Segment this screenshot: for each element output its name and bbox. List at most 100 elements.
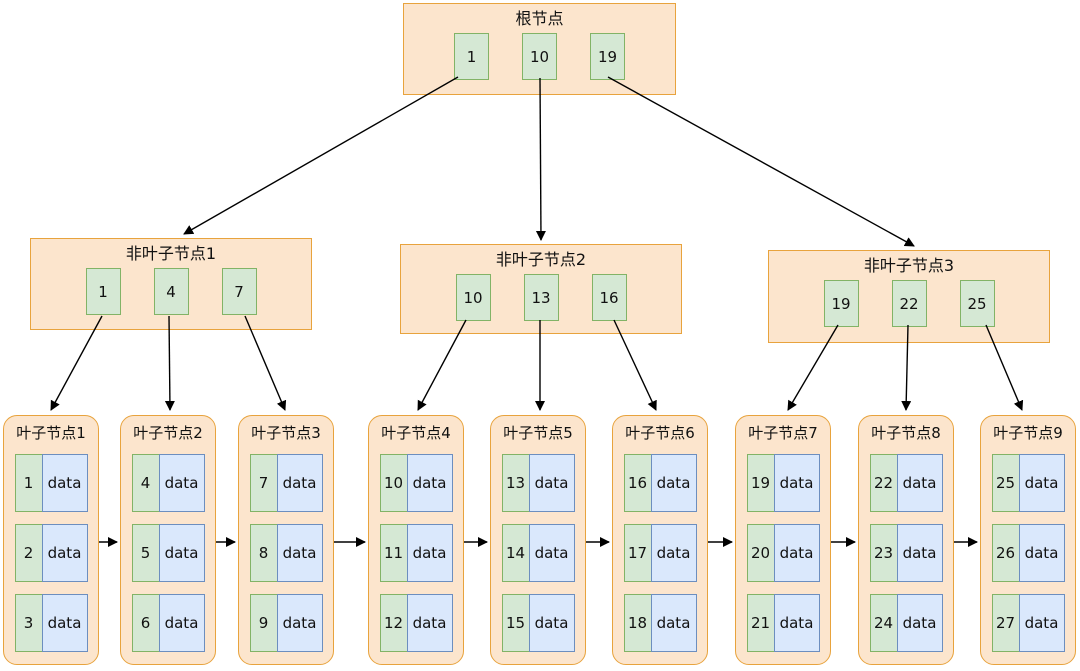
internal-key-cell: 16 — [591, 274, 627, 321]
leaf-record: 16 data — [623, 454, 697, 512]
internal-key-cell: 22 — [891, 280, 927, 327]
leaf-node-6: 叶子节点6 16 data 17 data 18 data — [612, 415, 708, 665]
leaf-node-title: 叶子节点8 — [871, 424, 941, 442]
record-key: 7 — [249, 454, 278, 512]
leaf-record: 11 data — [379, 524, 453, 582]
leaf-node-1: 叶子节点1 1 data 2 data 3 data — [3, 415, 99, 665]
record-key: 20 — [746, 524, 775, 582]
record-key: 16 — [623, 454, 652, 512]
leaf-record: 2 data — [14, 524, 88, 582]
record-key: 15 — [501, 594, 530, 652]
edge-root-to-internal-3 — [607, 76, 915, 247]
internal-key-cell: 4 — [153, 268, 189, 315]
record-data: data — [406, 454, 453, 512]
record-data: data — [1018, 524, 1065, 582]
internal-key-cell: 7 — [221, 268, 257, 315]
leaf-record: 22 data — [869, 454, 943, 512]
root-node: 根节点 1 10 19 — [403, 3, 676, 95]
leaf-record: 7 data — [249, 454, 323, 512]
leaf-node-title: 叶子节点3 — [251, 424, 321, 442]
record-data: data — [158, 524, 205, 582]
record-data: data — [41, 454, 88, 512]
leaf-record: 13 data — [501, 454, 575, 512]
internal-key-cell: 1 — [85, 268, 121, 315]
record-key: 14 — [501, 524, 530, 582]
record-data: data — [773, 594, 820, 652]
leaf-record: 17 data — [623, 524, 697, 582]
record-data: data — [41, 524, 88, 582]
record-data: data — [896, 594, 943, 652]
leaf-node-9: 叶子节点9 25 data 26 data 27 data — [980, 415, 1076, 665]
root-key-row: 1 10 19 — [404, 33, 675, 80]
edge-internal1-to-leaf3 — [244, 315, 287, 411]
leaf-node-title: 叶子节点7 — [748, 424, 818, 442]
record-key: 21 — [746, 594, 775, 652]
internal-node-2: 非叶子节点2 10 13 16 — [400, 244, 682, 334]
internal-key-cell: 13 — [523, 274, 559, 321]
leaf-record: 9 data — [249, 594, 323, 652]
internal-key-cell: 10 — [455, 274, 491, 321]
record-key: 25 — [991, 454, 1020, 512]
leaf-record: 8 data — [249, 524, 323, 582]
record-data: data — [406, 524, 453, 582]
leaf-node-8: 叶子节点8 22 data 23 data 24 data — [858, 415, 954, 665]
leaf-node-5: 叶子节点5 13 data 14 data 15 data — [490, 415, 586, 665]
record-key: 11 — [379, 524, 408, 582]
leaf-node-7: 叶子节点7 19 data 20 data 21 data — [735, 415, 831, 665]
edge-internal1-to-leaf2 — [164, 315, 175, 411]
record-key: 10 — [379, 454, 408, 512]
leaf-node-4: 叶子节点4 10 data 11 data 12 data — [368, 415, 464, 665]
leaf-record: 12 data — [379, 594, 453, 652]
root-node-title: 根节点 — [515, 9, 564, 28]
record-key: 12 — [379, 594, 408, 652]
leaf-record: 15 data — [501, 594, 575, 652]
internal-node-1: 非叶子节点1 1 4 7 — [30, 238, 312, 330]
leaf-record: 19 data — [746, 454, 820, 512]
record-data: data — [1018, 594, 1065, 652]
leaf-record: 1 data — [14, 454, 88, 512]
leaf-record: 10 data — [379, 454, 453, 512]
record-key: 8 — [249, 524, 278, 582]
record-data: data — [406, 594, 453, 652]
leaf-record: 4 data — [131, 454, 205, 512]
record-key: 24 — [869, 594, 898, 652]
record-data: data — [650, 454, 697, 512]
record-data: data — [1018, 454, 1065, 512]
record-data: data — [650, 524, 697, 582]
internal-node-title: 非叶子节点1 — [125, 244, 217, 263]
leaf-record: 27 data — [991, 594, 1065, 652]
record-key: 26 — [991, 524, 1020, 582]
leaf-record: 20 data — [746, 524, 820, 582]
leaf-node-title: 叶子节点1 — [16, 424, 86, 442]
root-key-cell: 19 — [590, 33, 625, 80]
record-data: data — [896, 524, 943, 582]
record-data: data — [158, 594, 205, 652]
internal-key-row: 10 13 16 — [401, 274, 681, 321]
record-data: data — [528, 524, 575, 582]
leaf-record: 21 data — [746, 594, 820, 652]
leaf-node-title: 叶子节点5 — [503, 424, 573, 442]
internal-key-row: 19 22 25 — [769, 280, 1049, 327]
edge-internal1-to-leaf1 — [50, 315, 103, 411]
record-key: 17 — [623, 524, 652, 582]
edge-root-to-internal-2 — [535, 77, 546, 241]
internal-node-title: 非叶子节点2 — [495, 250, 587, 269]
internal-node-3: 非叶子节点3 19 22 25 — [768, 250, 1050, 343]
leaf-record: 5 data — [131, 524, 205, 582]
record-data: data — [276, 524, 323, 582]
leaf-record: 18 data — [623, 594, 697, 652]
record-data: data — [896, 454, 943, 512]
leaf-node-title: 叶子节点2 — [133, 424, 203, 442]
leaf-record: 24 data — [869, 594, 943, 652]
leaf-node-title: 叶子节点6 — [625, 424, 695, 442]
leaf-node-title: 叶子节点9 — [993, 424, 1063, 442]
internal-key-row: 1 4 7 — [31, 268, 311, 315]
record-key: 2 — [14, 524, 43, 582]
root-key-cell: 10 — [522, 33, 557, 80]
leaf-record: 6 data — [131, 594, 205, 652]
leaf-node-3: 叶子节点3 7 data 8 data 9 data — [238, 415, 334, 665]
record-key: 1 — [14, 454, 43, 512]
record-key: 3 — [14, 594, 43, 652]
record-key: 6 — [131, 594, 160, 652]
